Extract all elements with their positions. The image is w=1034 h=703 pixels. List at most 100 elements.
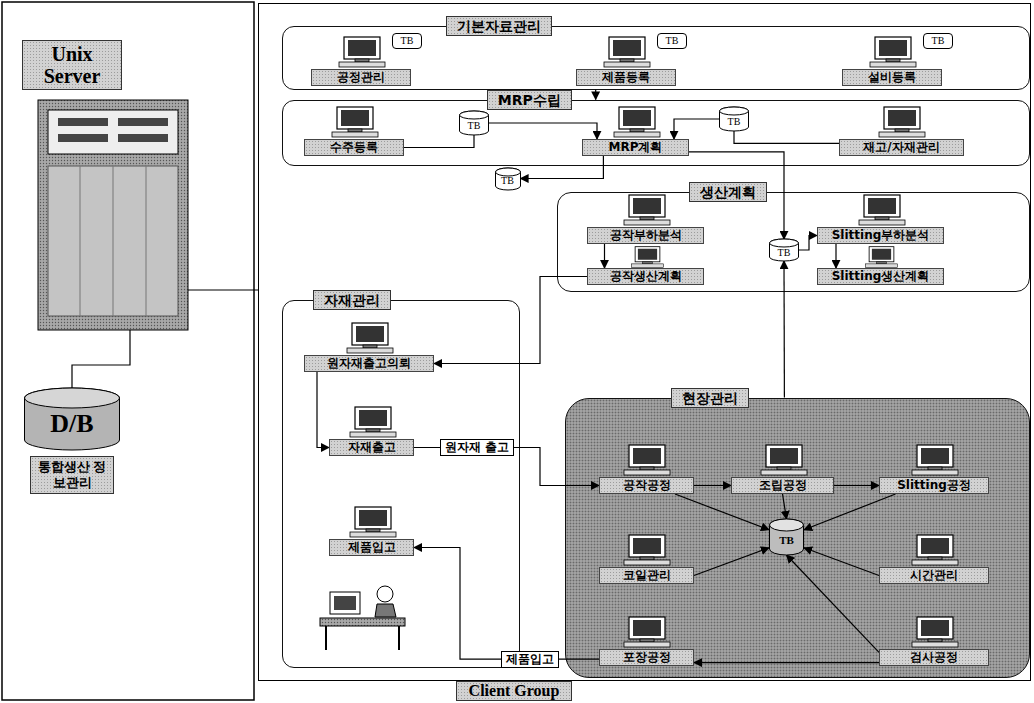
server-drive bbox=[58, 118, 108, 126]
process-box: 공정관리 bbox=[311, 69, 411, 86]
label-text: Slitting생산계획 bbox=[832, 269, 930, 283]
process-box: Slitting공정 bbox=[879, 477, 989, 494]
flow-arrow bbox=[799, 236, 817, 251]
table-cylinder: TB bbox=[459, 111, 489, 135]
group-title-text: 현장관리 bbox=[682, 390, 738, 406]
process-box: 포장공정 bbox=[599, 649, 694, 666]
flow-arrow bbox=[414, 548, 599, 660]
group-title: 현장관리 bbox=[671, 388, 749, 408]
group-title-text: MRP수립 bbox=[498, 92, 561, 108]
cylinder-body bbox=[770, 239, 799, 261]
process-box: 제품입고 bbox=[329, 539, 414, 556]
server-cabinet bbox=[38, 100, 188, 330]
pc-icon bbox=[347, 323, 393, 353]
pc-icon bbox=[870, 37, 916, 67]
group-title: 자재관리 bbox=[313, 290, 391, 310]
cylinder-top bbox=[25, 388, 120, 408]
table-cylinder: TB bbox=[495, 168, 521, 190]
server-frame bbox=[2, 2, 254, 700]
cylinder-top bbox=[460, 111, 489, 119]
label-text: 공작부하분석 bbox=[610, 228, 682, 242]
group-title-text: 자재관리 bbox=[324, 292, 380, 308]
pc-icon bbox=[859, 195, 905, 225]
pc-icon bbox=[332, 107, 378, 137]
desk-monitor bbox=[330, 592, 360, 614]
flow-arrow bbox=[317, 372, 329, 448]
flow-arrow bbox=[783, 494, 787, 519]
table-text: TB bbox=[501, 175, 514, 186]
edge-label: 제품입고 bbox=[501, 651, 559, 668]
process-box: 공작공정 bbox=[599, 477, 694, 494]
label-text: 공정관리 bbox=[337, 70, 385, 84]
pc-icon bbox=[624, 195, 670, 225]
flow-arrow bbox=[595, 90, 596, 100]
flow-arrow bbox=[694, 662, 879, 663]
desk-leg bbox=[398, 626, 400, 650]
server-line bbox=[146, 166, 147, 316]
table-callout: TB bbox=[392, 33, 422, 49]
group-title: 생산계획 bbox=[689, 182, 767, 202]
group-title-text: Client Group bbox=[469, 682, 560, 699]
edge-label-text: 원자재 출고 bbox=[445, 440, 509, 454]
caption-text: 통합생산 정보관리 bbox=[38, 459, 106, 490]
label-text: 포장공정 bbox=[623, 650, 671, 664]
pc-icon bbox=[761, 445, 807, 475]
label-text: 검사공정 bbox=[910, 650, 958, 664]
group-title: MRP수립 bbox=[487, 90, 572, 110]
pc-icon bbox=[912, 445, 958, 475]
process-box: 공작부하분석 bbox=[587, 227, 704, 244]
process-box: 공작생산계획 bbox=[587, 268, 704, 285]
server-body bbox=[48, 166, 178, 316]
flow-arrow bbox=[674, 119, 719, 139]
cylinder-body bbox=[460, 111, 489, 135]
edge-label: 원자재 출고 bbox=[440, 439, 514, 456]
process-box: 설비등록 bbox=[842, 69, 942, 86]
flow-arrow bbox=[694, 485, 731, 486]
label-text: 자재출고 bbox=[348, 440, 396, 454]
pc-icon bbox=[879, 107, 925, 137]
person-head bbox=[377, 586, 393, 602]
label-text: 공작공정 bbox=[623, 478, 671, 492]
flow-arrow bbox=[834, 485, 879, 486]
flow-arrow bbox=[783, 261, 785, 398]
flow-arrow bbox=[404, 135, 474, 148]
flow-arrow bbox=[835, 244, 836, 268]
table-cylinder: TB bbox=[769, 239, 799, 261]
edge-label-text: 제품입고 bbox=[506, 652, 554, 666]
pc-icon bbox=[350, 407, 396, 437]
module-group: 자재관리원자재출고의뢰자재출고제품입고 bbox=[282, 300, 520, 668]
module-group: 기본자료관리공정관리TB제품등록TB설비등록TB bbox=[282, 26, 1030, 90]
flow-arrow bbox=[689, 152, 784, 239]
group-title-text: 생산계획 bbox=[700, 184, 756, 200]
server-panel bbox=[48, 110, 178, 154]
pc-icon bbox=[866, 247, 898, 268]
cylinder-top bbox=[495, 168, 520, 176]
desk-screen bbox=[334, 596, 356, 610]
cylinder-body bbox=[720, 107, 749, 131]
label-text: 원자재출고의뢰 bbox=[327, 356, 411, 370]
group-title-text: 기본자료관리 bbox=[457, 18, 541, 34]
pc-icon bbox=[912, 617, 958, 647]
table-callout: TB bbox=[657, 33, 687, 49]
database-cylinder: D/B통합생산 정보관리 bbox=[24, 388, 120, 450]
flow-arrow bbox=[675, 494, 769, 530]
label-text: Slitting공정 bbox=[897, 478, 971, 492]
flow-arrow bbox=[489, 123, 597, 139]
server-drive bbox=[118, 118, 168, 126]
pc-icon bbox=[339, 37, 385, 67]
server-drive bbox=[118, 134, 168, 142]
process-box: 조립공정 bbox=[731, 477, 834, 494]
pc-icon bbox=[624, 617, 670, 647]
pc-icon bbox=[624, 535, 670, 565]
pc-icon bbox=[614, 107, 660, 137]
module-group: 생산계획공작부하분석TBSlitting부하분석공작생산계획Slitting생산… bbox=[557, 192, 1030, 292]
process-box: 코일관리 bbox=[599, 567, 694, 584]
label-text: Unix Server bbox=[44, 43, 101, 87]
flow-arrow bbox=[604, 244, 605, 268]
cylinder-top bbox=[720, 107, 749, 115]
network-wire bbox=[72, 330, 130, 388]
process-box: 원자재출고의뢰 bbox=[304, 355, 434, 372]
network-wire bbox=[188, 289, 258, 290]
process-box: MRP계획 bbox=[582, 139, 689, 156]
cylinder-body bbox=[495, 168, 520, 190]
